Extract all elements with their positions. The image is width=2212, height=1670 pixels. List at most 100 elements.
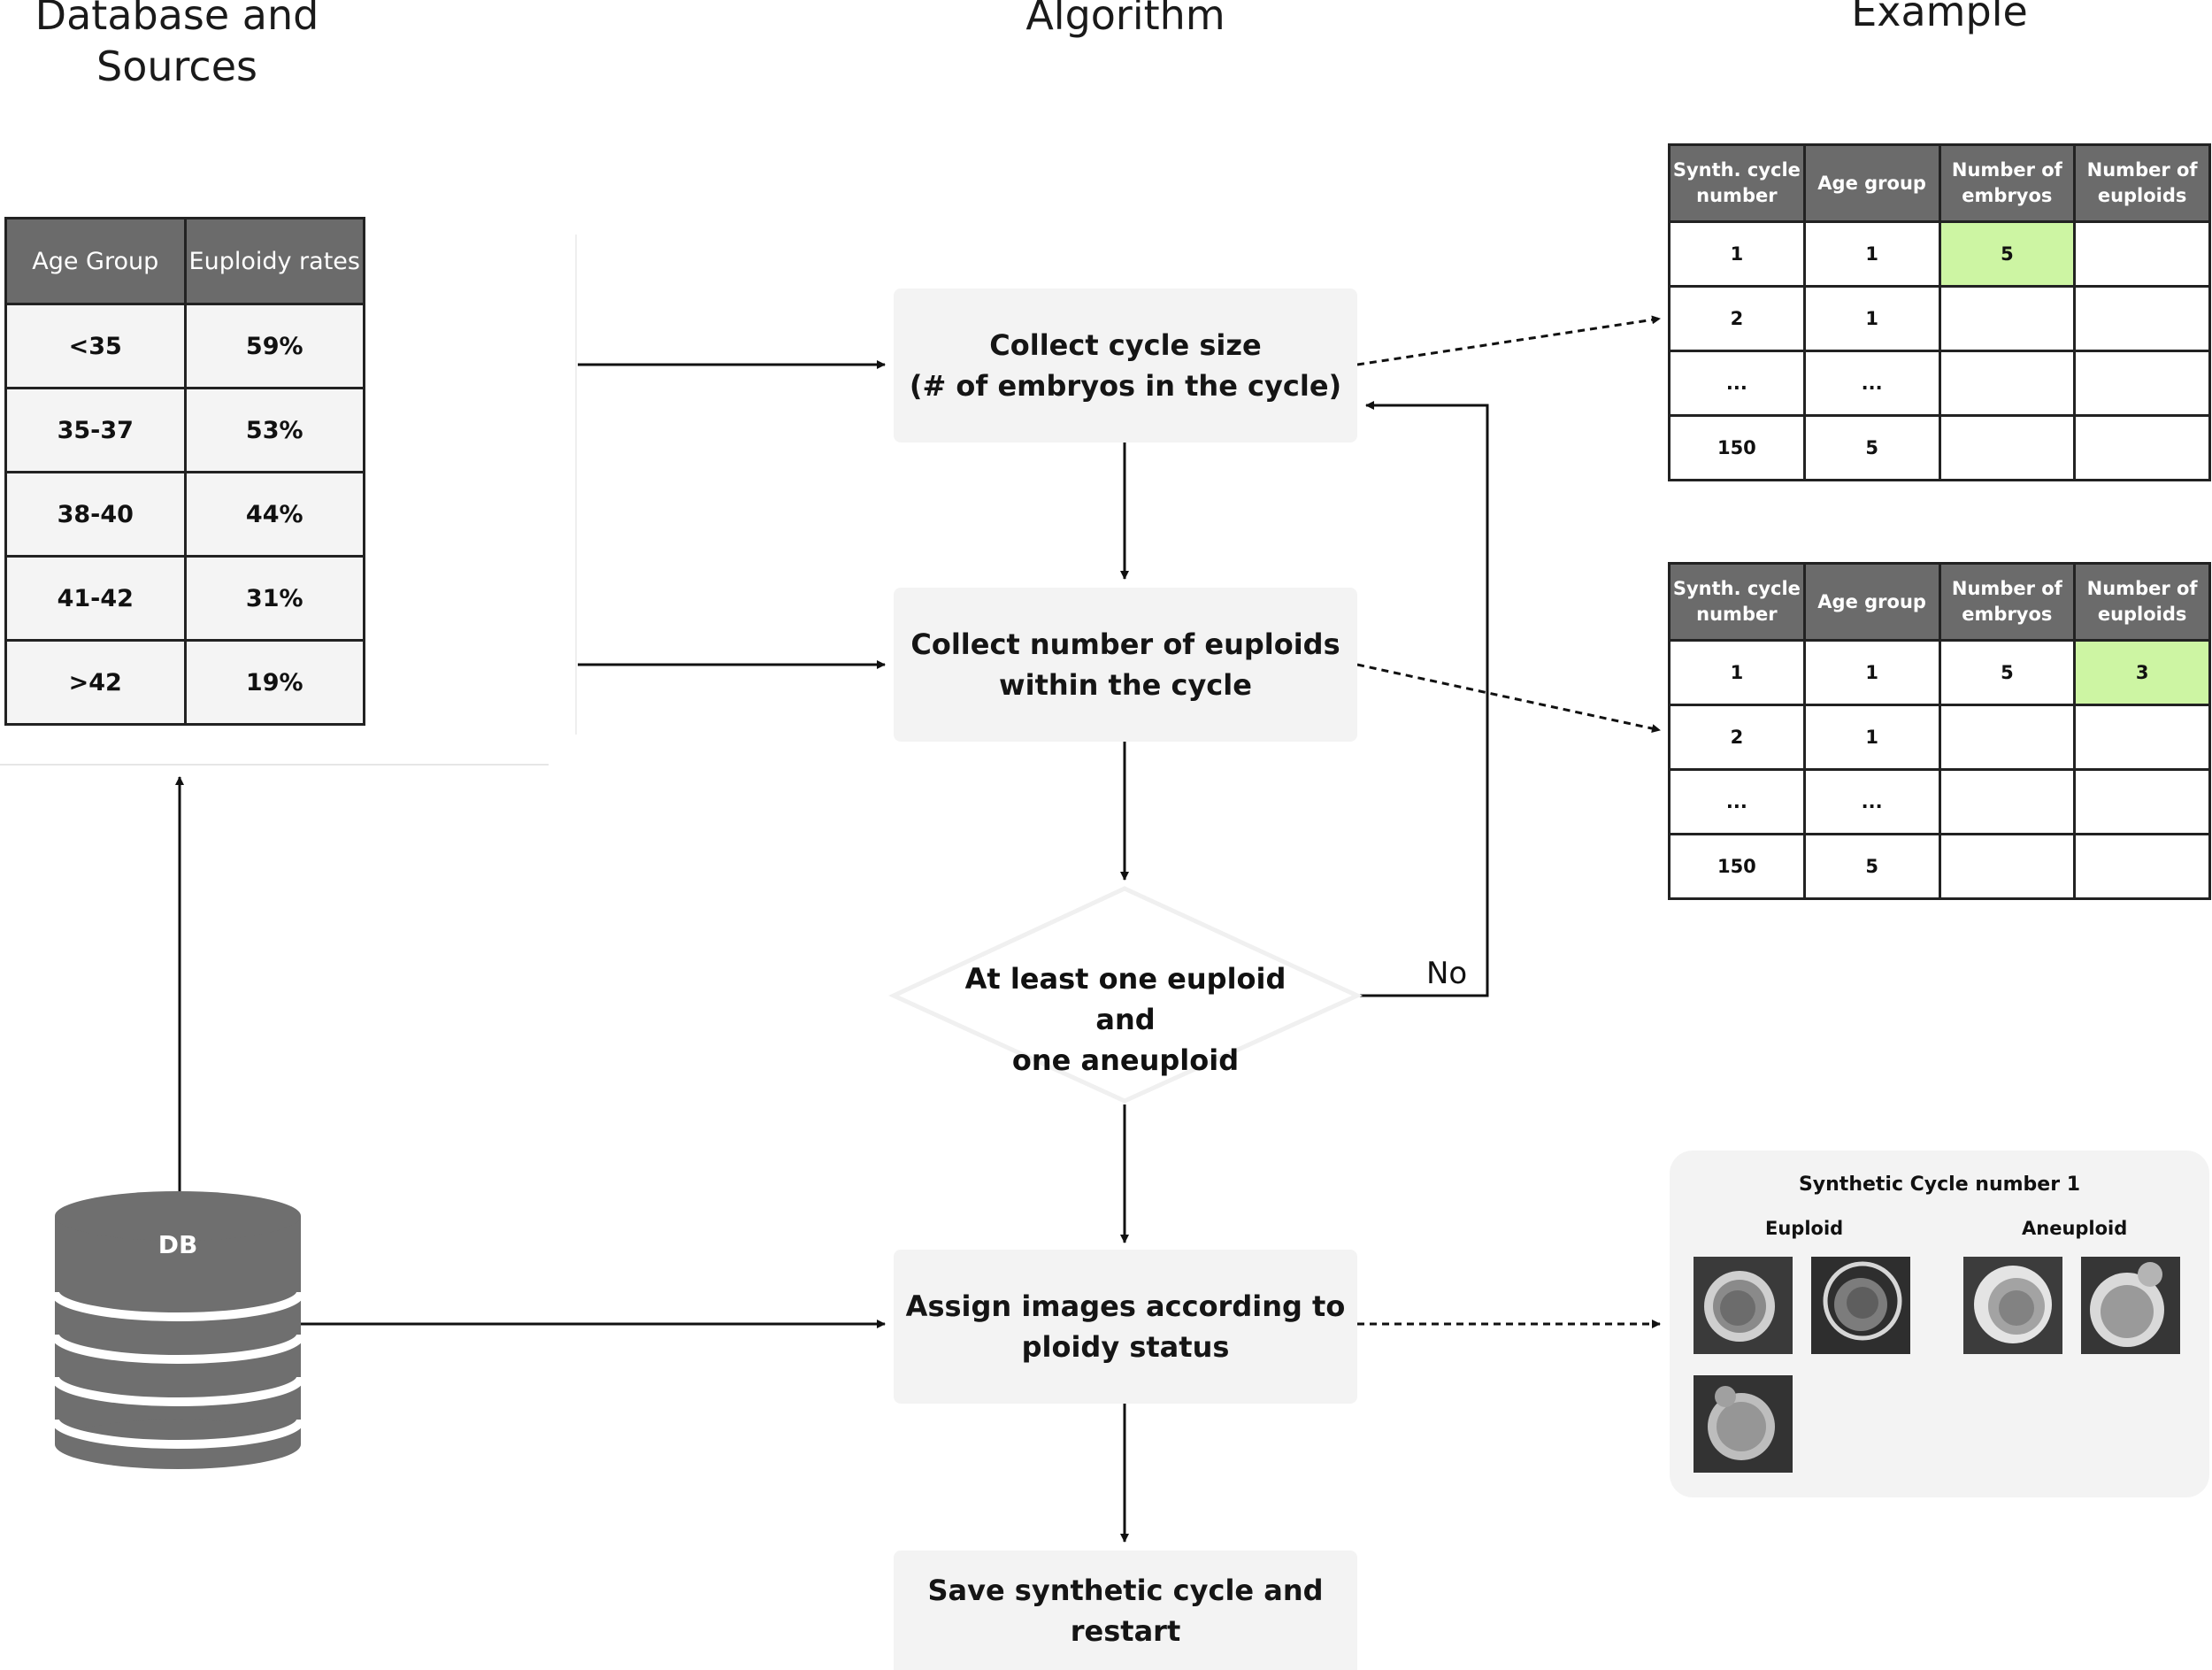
euploidy-rates-table: Age Group Euploidy rates <35 59% 35-37 5…: [4, 217, 365, 726]
embryo-image: [1694, 1257, 1793, 1354]
synthetic-cycle-panel: Synthetic Cycle number 1 Euploid Aneuplo…: [1670, 1151, 2209, 1497]
step-collect-cycle-size: Collect cycle size (# of embryos in the …: [894, 289, 1357, 443]
database-icon: [50, 1191, 305, 1469]
decision-text: At least one euploid and one aneuploid: [947, 958, 1304, 1081]
heading-example: Example: [1851, 0, 2028, 35]
embryo-image: [1963, 1257, 2062, 1354]
cell-age-group: 38-40: [4, 471, 187, 558]
table-row: >42 19%: [4, 639, 365, 726]
cell: ...: [1668, 768, 1806, 835]
heading-database-sources: Database and Sources: [0, 0, 354, 92]
step-collect-euploids-line2: within the cycle: [999, 668, 1252, 702]
cell: [1938, 704, 2077, 771]
cell: [2073, 350, 2211, 417]
embryo-icon: [1811, 1257, 1910, 1354]
cell: [2073, 704, 2211, 771]
db-label: DB: [157, 1230, 198, 1259]
cell: 5: [1938, 639, 2077, 706]
table-row: <35 59%: [4, 303, 365, 389]
table-row: 150 5: [1668, 414, 2211, 481]
cell: ...: [1802, 350, 1941, 417]
table-row: 35-37 53%: [4, 387, 365, 473]
table-row: 38-40 44%: [4, 471, 365, 558]
col-euploidy-rates: Euploidy rates: [183, 217, 365, 305]
synthetic-cycle-title: Synthetic Cycle number 1: [1798, 1174, 2081, 1196]
table-row: 1 1 5: [1668, 220, 2211, 288]
table-header-row: Age Group Euploidy rates: [4, 217, 365, 305]
cell: 1: [1802, 704, 1941, 771]
col-number-of-euploids: Number of euploids: [2073, 143, 2211, 223]
col-number-of-embryos: Number of embryos: [1938, 143, 2077, 223]
cell: 1: [1668, 220, 1806, 288]
cell: [2073, 768, 2211, 835]
dashed-box2-to-example2: [1356, 663, 1661, 733]
embryo-icon: [1963, 1257, 2062, 1354]
decision-diamond: [888, 886, 1363, 1104]
table-row: 1 1 5 3: [1668, 639, 2211, 706]
table-row: ... ...: [1668, 350, 2211, 417]
embryo-image: [1811, 1257, 1910, 1354]
no-label: No: [1426, 956, 1468, 991]
cell: 5: [1802, 414, 1941, 481]
cell: 5: [1802, 833, 1941, 900]
step-collect-euploids-line1: Collect number of euploids: [910, 627, 1340, 661]
cell: 150: [1668, 833, 1806, 900]
cell: [2073, 833, 2211, 900]
cell-euploidy-rate: 53%: [183, 387, 365, 473]
cell: [1938, 350, 2077, 417]
embryo-icon: [2081, 1257, 2180, 1354]
cell: 2: [1668, 704, 1806, 771]
cell: 1: [1802, 220, 1941, 288]
heading-algorithm: Algorithm: [1025, 0, 1225, 39]
col-age-group: Age group: [1802, 562, 1941, 642]
cell-highlighted: 5: [1938, 220, 2077, 288]
col-age-group: Age Group: [4, 217, 187, 305]
cell: ...: [1668, 350, 1806, 417]
cell: 150: [1668, 414, 1806, 481]
cell: 2: [1668, 285, 1806, 352]
step-save-cycle-line1: Save synthetic cycle and: [927, 1573, 1324, 1607]
col-number-of-embryos: Number of embryos: [1938, 562, 2077, 642]
cell: [1938, 414, 2077, 481]
cell-age-group: >42: [4, 639, 187, 726]
step-collect-cycle-size-line2: (# of embryos in the cycle): [909, 369, 1342, 403]
step-assign-images: Assign images according to ploidy status: [894, 1250, 1357, 1404]
cell: [2073, 285, 2211, 352]
aneuploid-label: Aneuploid: [2022, 1218, 2128, 1239]
cell: [2073, 414, 2211, 481]
step-assign-images-line1: Assign images according to: [905, 1289, 1346, 1323]
dashed-box1-to-example1: [1356, 315, 1661, 366]
cell-age-group: 35-37: [4, 387, 187, 473]
decision-text-line1: At least one euploid and: [964, 962, 1286, 1036]
table-row: 150 5: [1668, 833, 2211, 900]
cell-euploidy-rate: 31%: [183, 555, 365, 642]
embryo-icon: [1694, 1257, 1793, 1354]
table-header-row: Synth. cycle number Age group Number of …: [1668, 562, 2211, 642]
example-table-euploids: Synth. cycle number Age group Number of …: [1668, 562, 2211, 900]
cell: [1938, 833, 2077, 900]
heading-database-line2: Sources: [96, 42, 257, 90]
table-header-row: Synth. cycle number Age group Number of …: [1668, 143, 2211, 223]
col-number-of-euploids: Number of euploids: [2073, 562, 2211, 642]
table-row: 2 1: [1668, 285, 2211, 352]
table-row: ... ...: [1668, 768, 2211, 835]
arrow-no-loop: [1357, 401, 1489, 997]
embryo-image: [1694, 1375, 1793, 1473]
cell: ...: [1802, 768, 1941, 835]
cell: [1938, 285, 2077, 352]
decision-text-line2: one aneuploid: [1011, 1043, 1240, 1077]
embryo-icon: [1694, 1375, 1793, 1473]
cell: [1938, 768, 2077, 835]
step-collect-euploids: Collect number of euploids within the cy…: [894, 588, 1357, 742]
cell-euploidy-rate: 44%: [183, 471, 365, 558]
step-save-cycle: Save synthetic cycle and restart: [894, 1551, 1357, 1670]
step-collect-cycle-size-line1: Collect cycle size: [989, 328, 1262, 362]
step-save-cycle-line2: restart: [1070, 1613, 1181, 1648]
cell-euploidy-rate: 59%: [183, 303, 365, 389]
cell-highlighted: 3: [2073, 639, 2211, 706]
embryo-image: [2081, 1257, 2180, 1354]
heading-database-line1: Database and: [35, 0, 319, 39]
step-assign-images-line2: ploidy status: [1021, 1330, 1230, 1364]
cell: 1: [1802, 285, 1941, 352]
cell-age-group: <35: [4, 303, 187, 389]
